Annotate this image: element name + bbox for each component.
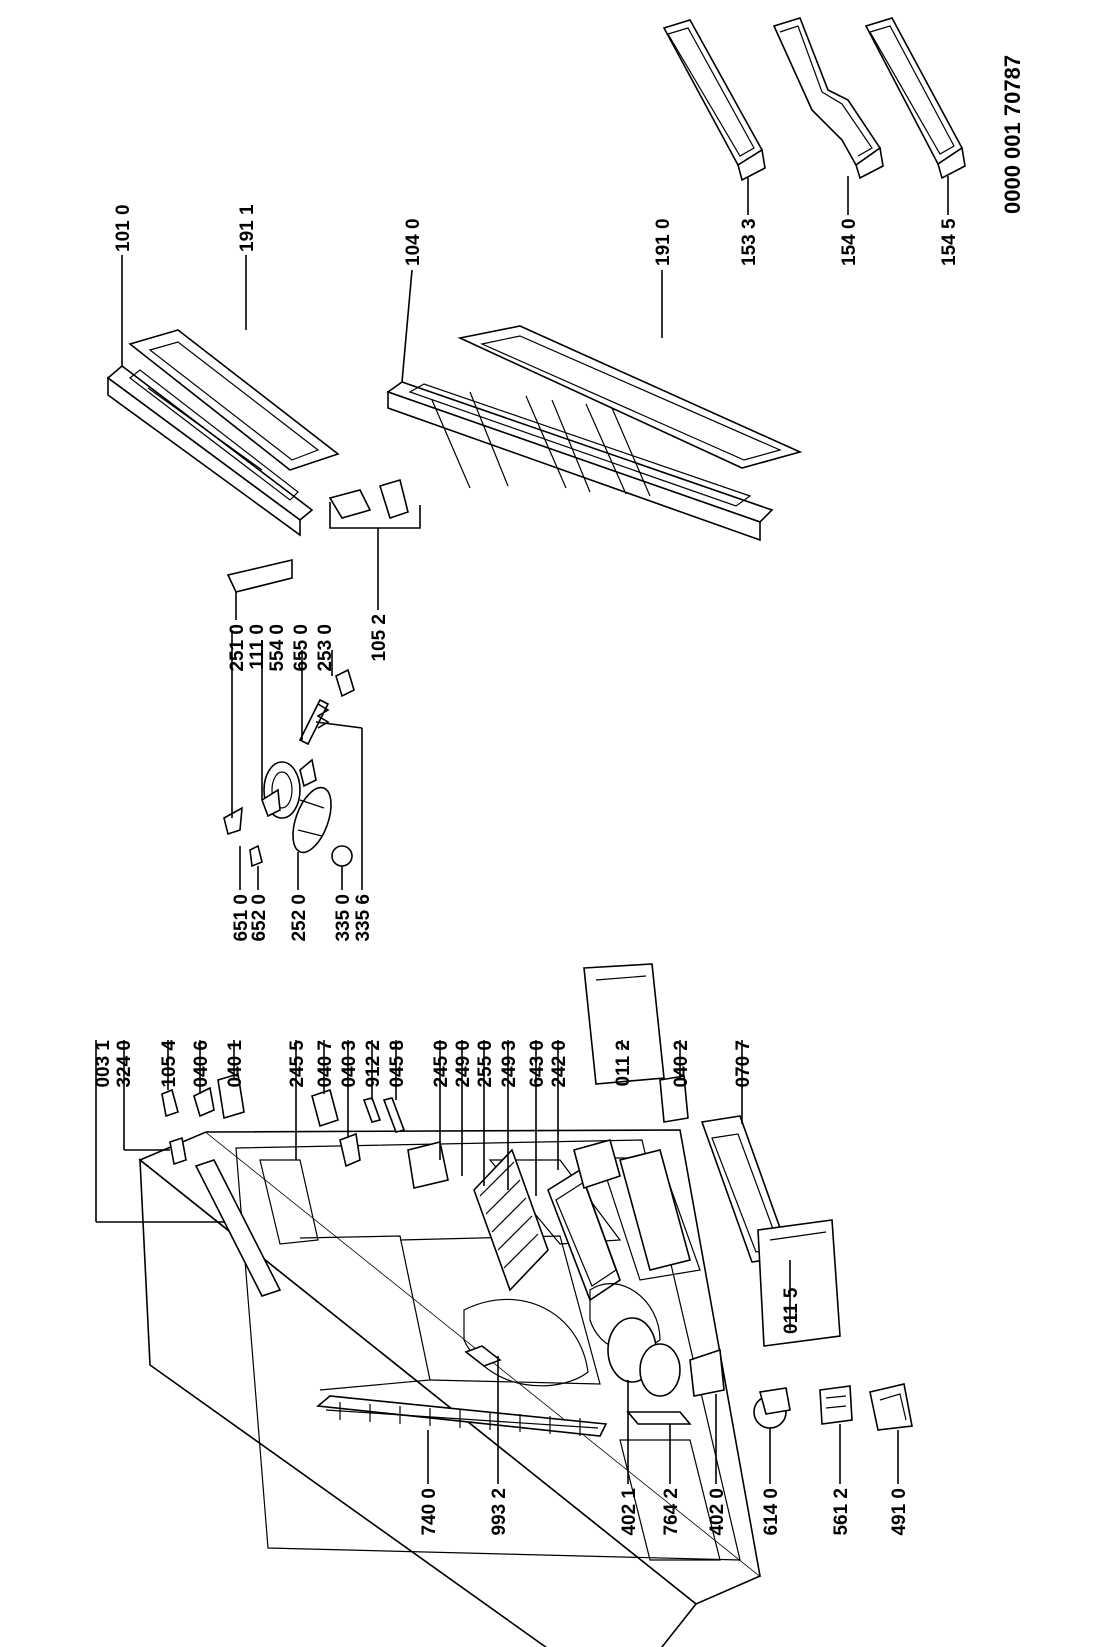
door-bin-154-0 <box>772 17 884 215</box>
freezer-door-101-0 <box>106 364 314 537</box>
label-105-2: 105 2 <box>369 614 390 662</box>
label-191-0: 191 0 <box>653 218 674 266</box>
part-labels: 003 1 324 0 105 4 040 6 040 1 245 5 040 … <box>93 55 1025 1536</box>
label-040-2: 040 2 <box>671 1040 692 1088</box>
thermostat-parts <box>223 558 363 890</box>
label-655-0: 655 0 <box>291 624 312 672</box>
electrical-parts <box>753 1383 913 1484</box>
label-402-0: 402 0 <box>707 1488 728 1536</box>
label-040-7: 040 7 <box>315 1040 336 1088</box>
door-gasket-191-0 <box>457 270 803 469</box>
label-249-3: 249 3 <box>499 1040 520 1088</box>
label-245-5: 245 5 <box>287 1040 308 1088</box>
door-gasket-191-1 <box>121 255 340 471</box>
label-154-5: 154 5 <box>939 218 960 266</box>
label-104-0: 104 0 <box>403 218 424 266</box>
label-011-5: 011 5 <box>781 1287 802 1334</box>
fridge-door-104-0 <box>386 269 774 542</box>
label-251-0: 251 0 <box>227 624 248 672</box>
label-554-0: 554 0 <box>267 624 288 672</box>
label-764-2: 764 2 <box>661 1488 682 1536</box>
label-335-6: 335 6 <box>353 894 374 942</box>
label-324-0: 324 0 <box>114 1040 135 1088</box>
condenser-740-0 <box>316 1395 608 1484</box>
label-912-2: 912 2 <box>363 1040 384 1088</box>
cover-strips <box>583 963 841 1347</box>
label-153-3: 153 3 <box>739 218 760 266</box>
door-bin-154-5 <box>864 17 966 215</box>
leader-lines <box>123 1040 791 1330</box>
label-614-0: 614 0 <box>761 1488 782 1536</box>
label-191-1: 191 1 <box>237 204 258 252</box>
label-255-0: 255 0 <box>475 1040 496 1088</box>
drawing-code: 0000 001 70787 <box>1000 55 1025 214</box>
label-652-0: 652 0 <box>249 894 270 942</box>
shelves-and-crisper <box>473 1139 691 1302</box>
label-253-0: 253 0 <box>315 624 336 672</box>
label-252-0: 252 0 <box>289 894 310 942</box>
label-040-3: 040 3 <box>339 1040 360 1088</box>
top-control-panel-003-1 <box>95 1040 282 1297</box>
label-070-7: 070 7 <box>733 1040 754 1088</box>
label-111-0: 111 0 <box>247 624 268 669</box>
door-bin-153-3 <box>662 19 766 215</box>
label-011-2: 011 2 <box>613 1040 634 1087</box>
hinge-set-105-2 <box>328 478 421 610</box>
label-154-0: 154 0 <box>839 218 860 266</box>
label-101-0: 101 0 <box>113 204 134 252</box>
label-105-4: 105 4 <box>159 1040 180 1088</box>
label-040-1: 040 1 <box>225 1040 246 1088</box>
label-045-8: 045 8 <box>387 1040 408 1088</box>
label-040-6: 040 6 <box>191 1040 212 1088</box>
label-242-0: 242 0 <box>549 1040 570 1088</box>
label-249-0: 249 0 <box>453 1040 474 1088</box>
hinge-parts-right <box>161 1072 449 1189</box>
label-651-0: 651 0 <box>231 894 252 942</box>
label-993-2: 993 2 <box>489 1488 510 1536</box>
filter-drier-764-2 <box>626 1411 692 1484</box>
label-402-1: 402 1 <box>619 1488 640 1536</box>
compressor-area <box>463 1283 725 1484</box>
label-245-0: 245 0 <box>431 1040 452 1088</box>
label-643-0: 643 0 <box>527 1040 548 1088</box>
label-003-1: 003 1 <box>93 1040 114 1088</box>
label-491-0: 491 0 <box>889 1488 910 1536</box>
label-740-0: 740 0 <box>419 1488 440 1536</box>
label-335-0: 335 0 <box>333 894 354 942</box>
label-561-2: 561 2 <box>831 1488 852 1536</box>
